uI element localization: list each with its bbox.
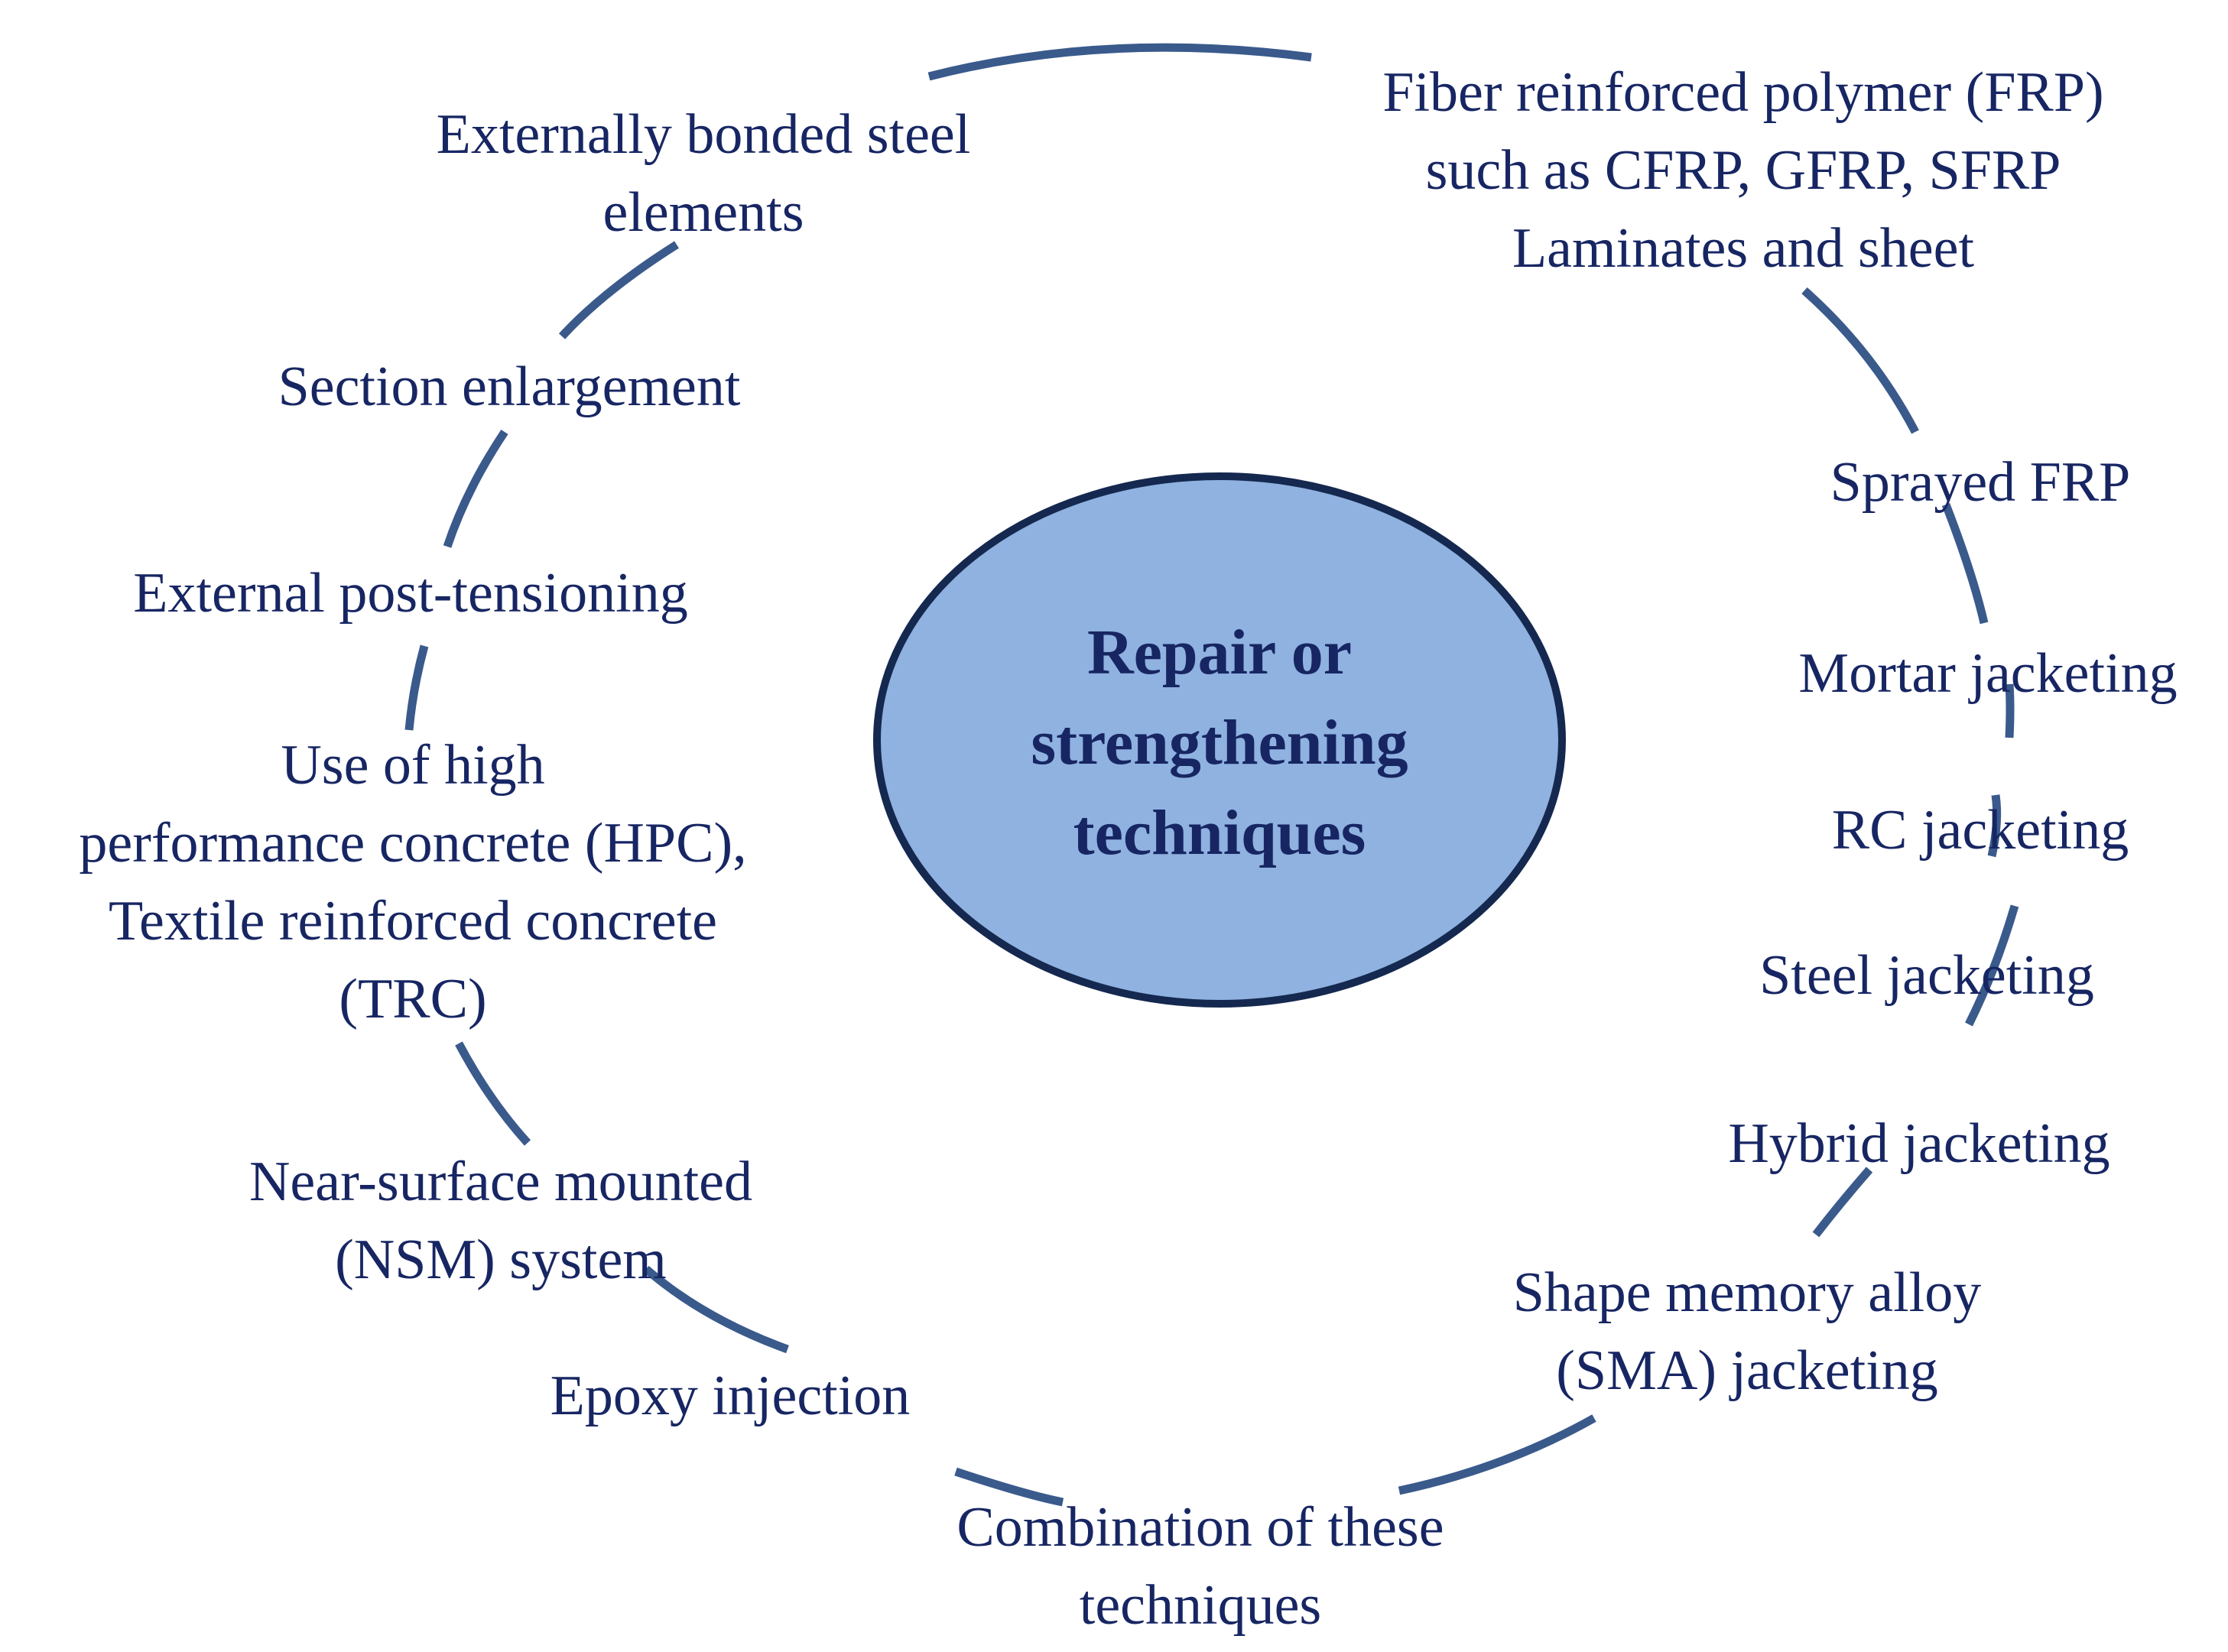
label-rc-jacketing: RC jacketing (1831, 799, 2129, 862)
label-hybrid-jacketing: Hybrid jacketing (1728, 1112, 2110, 1175)
ring-arc-right-upper (1941, 503, 1989, 625)
ring-arc-left-low (404, 644, 429, 731)
ring-arc-top (927, 43, 1312, 81)
ring-arc-right-mid (1987, 794, 2002, 858)
label-hpc-trc: Use of high performance concrete (HPC), … (79, 734, 747, 1030)
ring-arc-right-top (1801, 287, 1919, 434)
ring-arc-right-mid2 (2005, 683, 2015, 738)
ring-arc-left-bottom (455, 1041, 531, 1146)
center-title: Repair or strengthening techniques (1031, 617, 1408, 868)
label-nsm-system: Near-surface mounted (NSM) system (248, 1151, 752, 1291)
label-steel-jacketing: Steel jacketing (1759, 944, 2094, 1007)
outer-ring (404, 43, 2019, 1507)
ring-arc-left-upper (558, 241, 679, 339)
ring-arc-right-bottom (1812, 1167, 1873, 1238)
label-mortar-jacketing: Mortar jacketing (1798, 642, 2178, 705)
label-frp: Fiber reinforced polymer (FRP) such as C… (1382, 61, 2104, 280)
label-externally-bonded-steel: Externally bonded steel elements (436, 103, 971, 244)
label-sprayed-frp: Sprayed FRP (1830, 451, 2131, 514)
ring-arc-bottom-left (643, 1265, 789, 1354)
ring-arc-left-mid (443, 429, 508, 548)
label-external-post-tensioning: External post-tensioning (133, 562, 688, 625)
label-sma-jacketing: Shape memory alloy (SMA) jacketing (1512, 1261, 1982, 1402)
ring-arc-bottom-right (1398, 1414, 1596, 1495)
label-combination: Combination of these techniques (956, 1496, 1444, 1637)
label-epoxy-injection: Epoxy injection (550, 1365, 911, 1427)
ring-arc-bottom (954, 1467, 1064, 1507)
ring-arc-right-low (1965, 904, 2019, 1027)
center-hub-ellipse (873, 472, 1566, 1008)
label-section-enlargement: Section enlargement (278, 355, 741, 418)
